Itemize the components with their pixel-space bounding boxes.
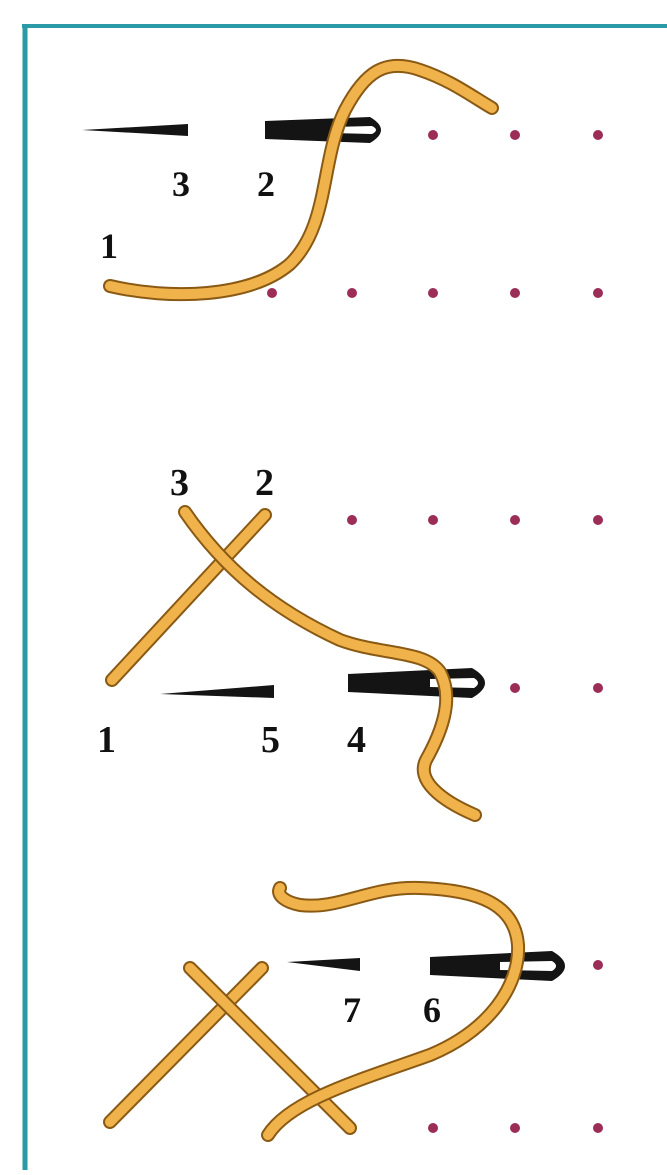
grid-dot bbox=[593, 960, 603, 970]
grid-dot bbox=[428, 130, 438, 140]
panel-step-3: 7 6 bbox=[103, 880, 603, 1142]
needle-path-mark bbox=[287, 958, 360, 971]
thread-icon bbox=[178, 505, 482, 822]
panel-step-1: 3 2 1 bbox=[82, 58, 603, 302]
step-label-2: 2 bbox=[257, 164, 275, 204]
grid-dot bbox=[593, 515, 603, 525]
grid-dot bbox=[347, 515, 357, 525]
grid-dot bbox=[593, 288, 603, 298]
step-label-1: 1 bbox=[97, 719, 116, 761]
step-label-6: 6 bbox=[423, 990, 441, 1030]
step-label-2: 2 bbox=[255, 462, 274, 504]
panel-step-2: 3 2 1 5 4 bbox=[97, 462, 603, 822]
grid-dot bbox=[510, 515, 520, 525]
grid-dot bbox=[428, 288, 438, 298]
thread-stitch-icon bbox=[105, 508, 272, 687]
grid-dot bbox=[428, 515, 438, 525]
grid-dot bbox=[510, 288, 520, 298]
grid-dots bbox=[267, 130, 603, 298]
thread-icon bbox=[103, 58, 499, 302]
needle-icon bbox=[430, 951, 565, 981]
step-label-5: 5 bbox=[261, 719, 280, 761]
grid-dot bbox=[510, 683, 520, 693]
grid-dot bbox=[510, 1123, 520, 1133]
grid-dots bbox=[428, 960, 603, 1133]
grid-dot bbox=[593, 130, 603, 140]
grid-dot bbox=[593, 1123, 603, 1133]
grid-dot bbox=[267, 288, 277, 298]
grid-dot bbox=[347, 288, 357, 298]
grid-dot bbox=[593, 683, 603, 693]
needle-path-mark bbox=[82, 124, 188, 136]
grid-dot bbox=[510, 130, 520, 140]
grid-dots bbox=[347, 515, 603, 693]
step-label-3: 3 bbox=[172, 164, 190, 204]
frame bbox=[22, 24, 667, 1170]
needle-icon bbox=[348, 668, 485, 698]
step-label-3: 3 bbox=[170, 462, 189, 504]
step-label-1: 1 bbox=[100, 226, 118, 266]
step-label-4: 4 bbox=[347, 719, 366, 761]
thread-icon bbox=[261, 880, 526, 1142]
grid-dot bbox=[428, 1123, 438, 1133]
needle-path-mark bbox=[160, 685, 274, 698]
step-label-7: 7 bbox=[343, 990, 361, 1030]
needle-icon bbox=[265, 117, 381, 143]
